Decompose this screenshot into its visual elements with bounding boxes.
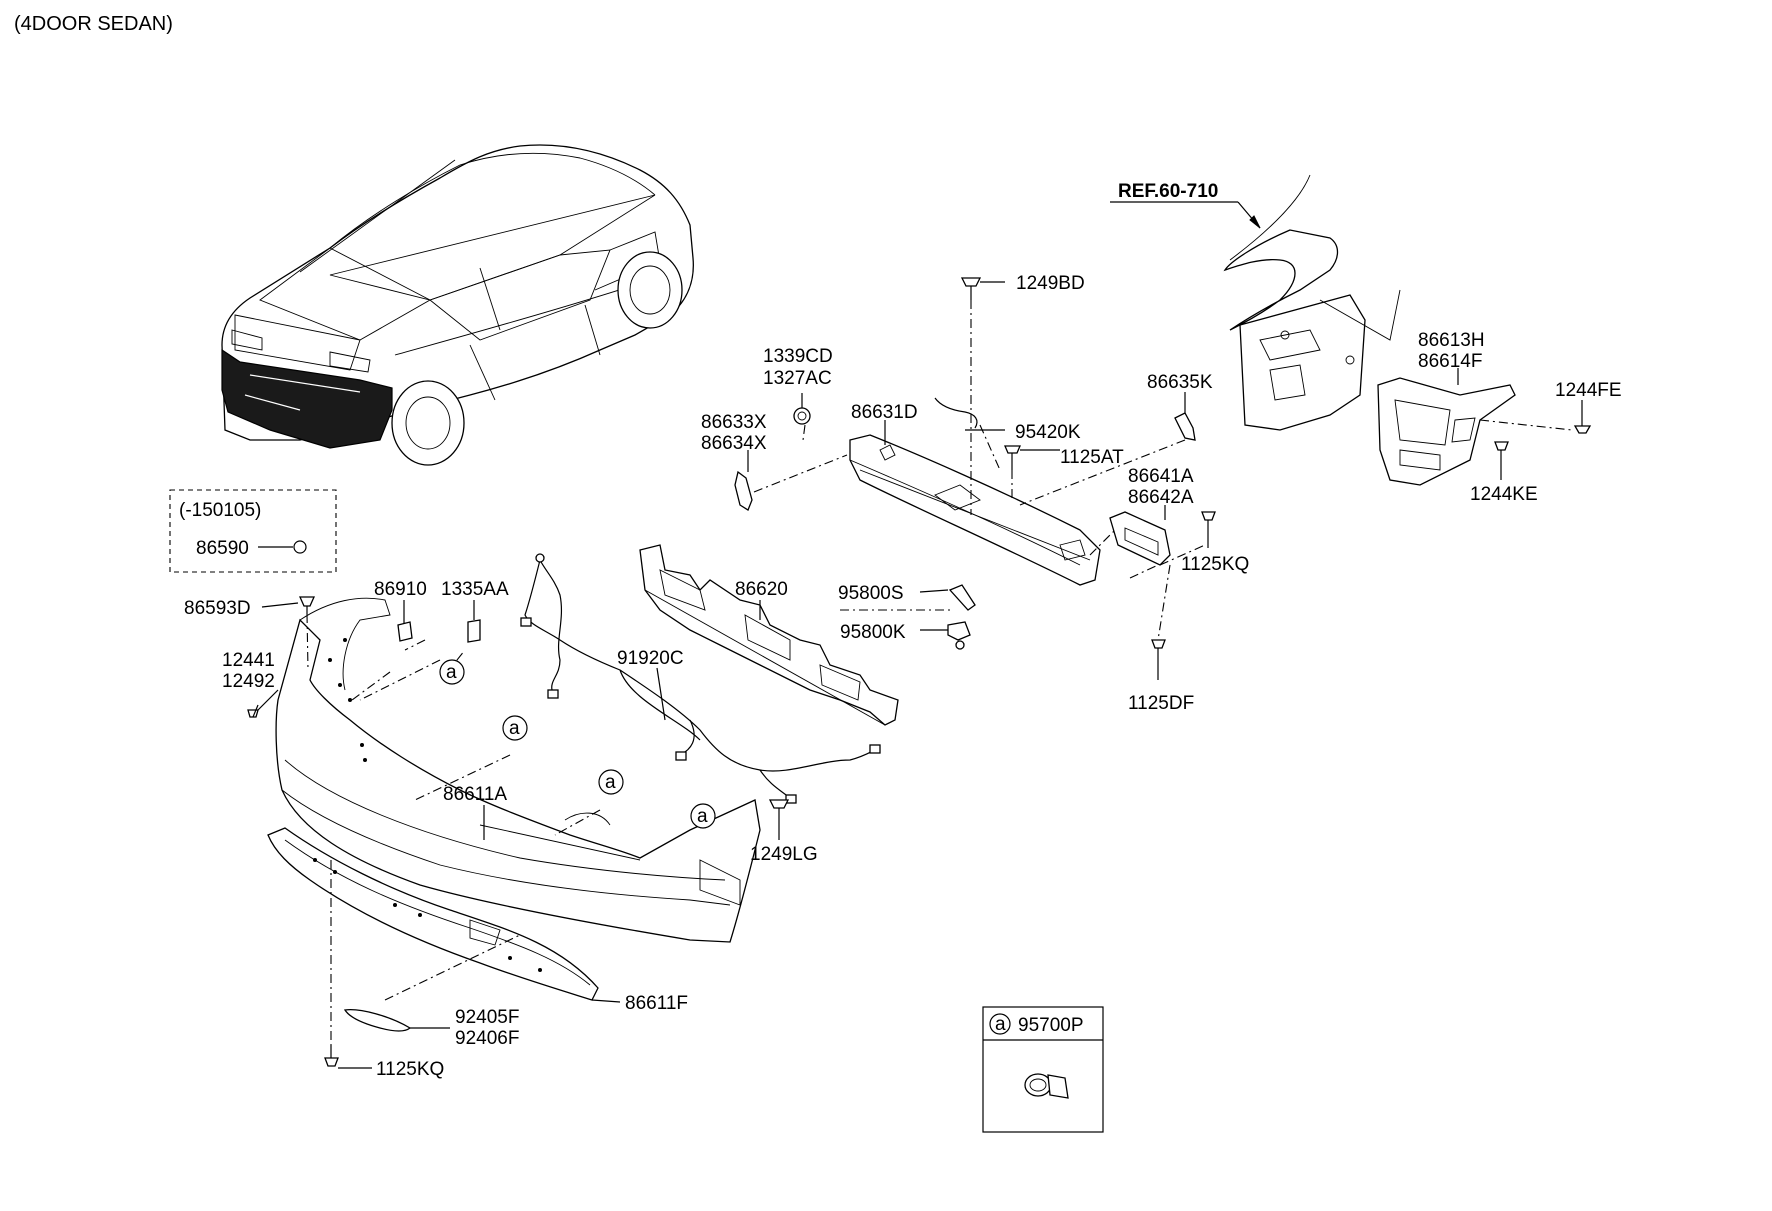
assembly-lines bbox=[306, 300, 1573, 1045]
label-1125kq-right: 1125KQ bbox=[1181, 554, 1249, 575]
label-86593d: 86593D bbox=[184, 598, 251, 619]
svg-text:a: a bbox=[697, 806, 708, 827]
bumper-cover bbox=[275, 597, 761, 943]
label-86614f: 86614F bbox=[1418, 351, 1482, 372]
clip-1335aa bbox=[467, 619, 481, 643]
label-86611a: 86611A bbox=[443, 784, 507, 805]
callout-a-2 bbox=[502, 715, 528, 741]
svg-text:a: a bbox=[509, 718, 520, 739]
svg-text:a: a bbox=[995, 1014, 1006, 1035]
label-1125kq-left: 1125KQ bbox=[376, 1059, 444, 1080]
wire-95420k bbox=[934, 397, 978, 429]
label-1327ac: 1327AC bbox=[763, 368, 832, 389]
label-86634x: 86634X bbox=[701, 433, 767, 454]
legend-box: a 95700P bbox=[982, 1006, 1104, 1133]
side-bracket-86613h bbox=[1377, 377, 1516, 486]
label-95420k: 95420K bbox=[1015, 422, 1081, 443]
clip-86590 bbox=[293, 540, 307, 554]
leader-lines bbox=[257, 281, 1583, 1069]
label-86611f: 86611F bbox=[625, 993, 688, 1014]
label-1249lg: 1249LG bbox=[750, 844, 818, 865]
label-86642a: 86642A bbox=[1128, 487, 1194, 508]
nut-1339cd bbox=[793, 407, 811, 425]
bolt-1249bd bbox=[960, 277, 982, 300]
car-illustration bbox=[221, 144, 694, 466]
label-1125at: 1125AT bbox=[1060, 447, 1124, 468]
sensor-95800k bbox=[947, 621, 971, 650]
label-86633x: 86633X bbox=[701, 412, 767, 433]
label-86620: 86620 bbox=[735, 579, 788, 600]
label-12441: 12441 bbox=[222, 650, 275, 671]
ref-label: REF.60-710 bbox=[1118, 181, 1218, 202]
label-86631d: 86631D bbox=[851, 402, 918, 423]
bracket-86633x bbox=[734, 470, 753, 511]
label-1249bd: 1249BD bbox=[1016, 273, 1085, 294]
bolt-1125df bbox=[1151, 639, 1166, 668]
screw-1244ke bbox=[1494, 441, 1509, 465]
label-1335aa: 1335AA bbox=[441, 579, 509, 600]
callout-a-3 bbox=[598, 769, 624, 795]
bumper-beam bbox=[849, 434, 1101, 586]
sheet-title: (4DOOR SEDAN) bbox=[14, 13, 173, 35]
clip-86593d bbox=[298, 596, 316, 614]
part-labels: 1339CD 1327AC 86633X 86634X 86631D 1249B… bbox=[184, 273, 1622, 1080]
label-1244ke: 1244KE bbox=[1470, 484, 1538, 505]
bolt-1125kq-left bbox=[324, 1045, 339, 1067]
label-1339cd: 1339CD bbox=[763, 346, 833, 367]
label-86635k: 86635K bbox=[1147, 372, 1213, 393]
clip-86910 bbox=[397, 621, 413, 642]
label-91920c: 91920C bbox=[617, 648, 684, 669]
reference-arrow: REF.60-710 bbox=[1110, 181, 1261, 229]
wiring-harness bbox=[520, 553, 881, 804]
bolt-1249lg bbox=[768, 799, 790, 828]
callout-a-1 bbox=[439, 659, 465, 685]
label-92406f: 92406F bbox=[455, 1028, 519, 1049]
bracket-86635k bbox=[1174, 412, 1196, 441]
screw-12441 bbox=[247, 704, 259, 718]
reflector bbox=[343, 1009, 412, 1032]
label-86613h: 86613H bbox=[1418, 330, 1485, 351]
lower-diffuser bbox=[267, 827, 599, 1001]
parking-sensor-icon bbox=[1024, 1073, 1069, 1099]
label-12492: 12492 bbox=[222, 671, 275, 692]
date-range-label: (-150105) bbox=[179, 500, 261, 521]
bracket-86641a bbox=[1109, 511, 1171, 566]
label-1125df: 1125DF bbox=[1128, 693, 1194, 714]
body-panel-ref bbox=[1223, 174, 1401, 431]
label-95800k: 95800K bbox=[840, 622, 906, 643]
label-92405f: 92405F bbox=[455, 1007, 519, 1028]
sensor-callouts: a a a a bbox=[439, 659, 716, 829]
label-95800s: 95800S bbox=[838, 583, 904, 604]
date-range-box: (-150105) 86590 bbox=[169, 489, 337, 573]
label-1244fe: 1244FE bbox=[1555, 380, 1622, 401]
energy-absorber bbox=[639, 544, 899, 726]
bolt-1125kq-right bbox=[1201, 511, 1216, 533]
legend-callout-a bbox=[989, 1013, 1011, 1035]
label-86910: 86910 bbox=[374, 579, 427, 600]
screw-1244fe bbox=[1573, 418, 1592, 434]
label-86641a: 86641A bbox=[1128, 466, 1194, 487]
bolt-1125at bbox=[1004, 445, 1021, 470]
legend-part-95700p: 95700P bbox=[1018, 1015, 1084, 1036]
svg-text:a: a bbox=[446, 662, 457, 683]
svg-text:a: a bbox=[605, 772, 616, 793]
label-86590: 86590 bbox=[196, 538, 249, 559]
callout-a-4 bbox=[690, 803, 716, 829]
bracket-95800s bbox=[948, 584, 976, 611]
